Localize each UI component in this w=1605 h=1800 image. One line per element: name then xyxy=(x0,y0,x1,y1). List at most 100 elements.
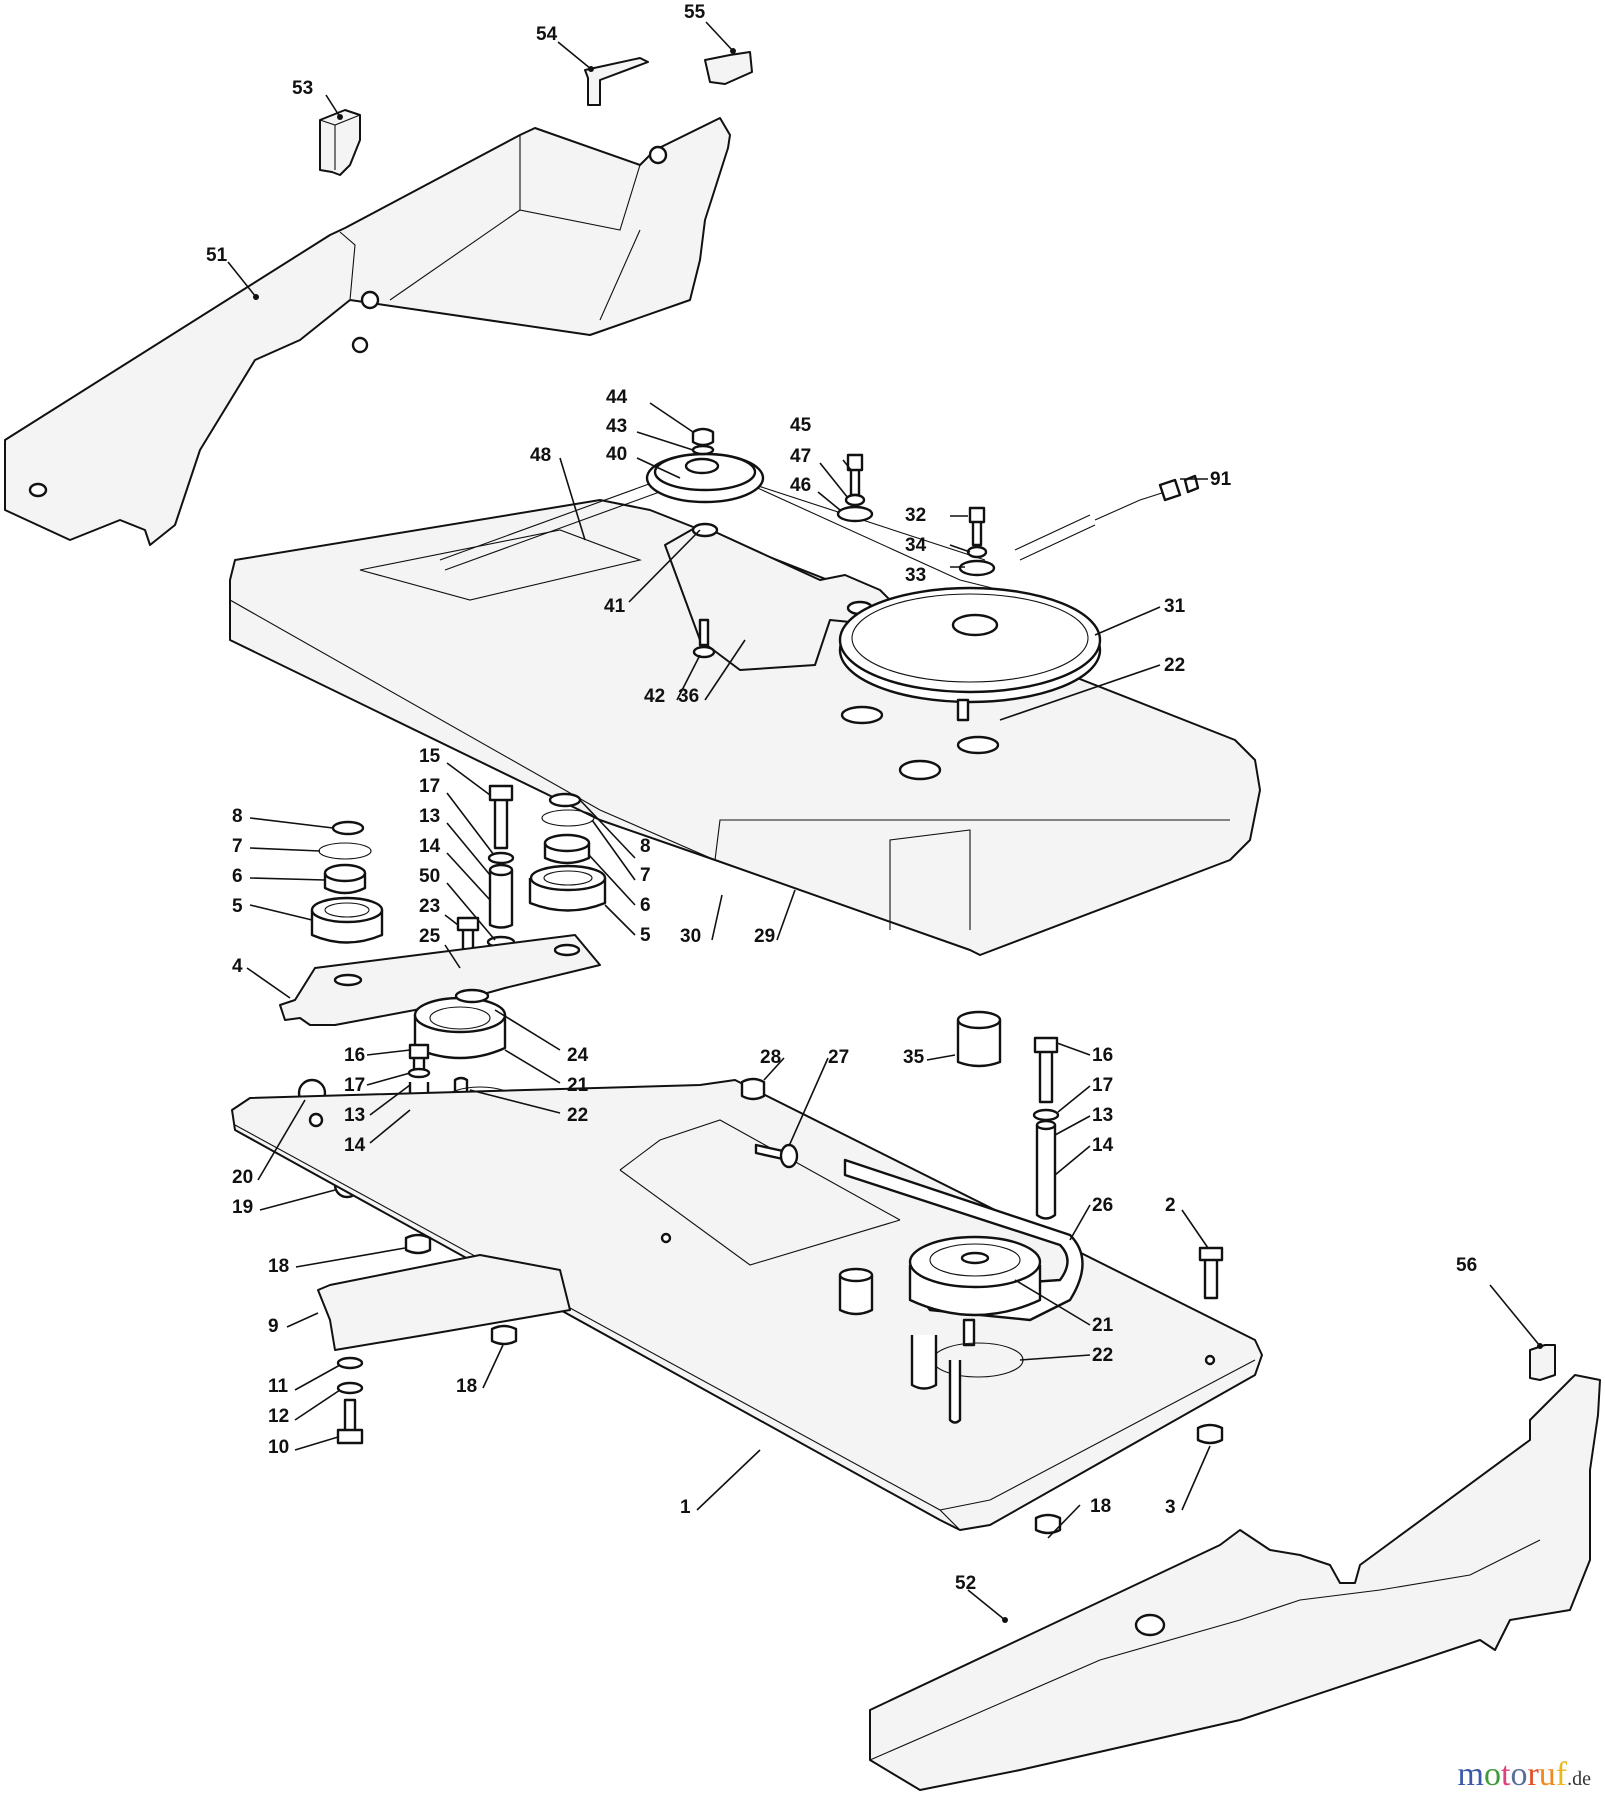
callout-c7b: 7 xyxy=(640,865,651,886)
callout-c45: 45 xyxy=(790,415,812,436)
callout-c20: 20 xyxy=(232,1167,253,1188)
part-16-bolt-right xyxy=(1033,1036,1059,1104)
part-15-bolt xyxy=(488,784,514,850)
callout-c6a: 6 xyxy=(232,866,243,887)
part-29-deck-cover xyxy=(229,499,1261,956)
part-51-left-belt-guard xyxy=(4,117,731,546)
watermark-domain-suffix: .de xyxy=(1567,1768,1591,1790)
callout-c53: 53 xyxy=(292,78,313,99)
callout-c55: 55 xyxy=(684,2,706,23)
callout-c43: 43 xyxy=(606,416,627,437)
watermark-logo: motoruf.de xyxy=(1458,1756,1591,1794)
callout-c56: 56 xyxy=(1456,1255,1477,1276)
leader-lines xyxy=(227,21,1541,1621)
callout-c13b: 13 xyxy=(344,1105,365,1126)
callout-c36: 36 xyxy=(678,686,699,707)
part-17-washer-upper xyxy=(487,851,515,865)
callout-c26: 26 xyxy=(1092,1195,1113,1216)
callout-c3: 3 xyxy=(1165,1497,1176,1518)
callout-c14c: 14 xyxy=(1092,1135,1114,1156)
callout-c16a: 16 xyxy=(344,1045,365,1066)
part-27-carriage-bolt xyxy=(754,1143,799,1169)
callout-c44: 44 xyxy=(606,387,628,408)
callout-c8a: 8 xyxy=(232,806,243,827)
callout-c13c: 13 xyxy=(1092,1105,1113,1126)
part-34-lock-washer xyxy=(966,545,988,559)
callout-c16b: 16 xyxy=(1092,1045,1113,1066)
callout-c30: 30 xyxy=(680,926,701,947)
callout-c14a: 14 xyxy=(419,836,441,857)
part-13-14-spacer-upper xyxy=(488,863,514,929)
part-1-base-plate xyxy=(231,1079,1263,1531)
part-18-nut-b xyxy=(490,1324,518,1346)
part-7-circlip-left xyxy=(318,842,372,860)
callout-c50: 50 xyxy=(419,866,440,887)
part-10-bolt xyxy=(336,1398,364,1445)
watermark-letter: r xyxy=(1527,1756,1539,1793)
part-17-washer-right xyxy=(1032,1108,1060,1122)
callout-c18b: 18 xyxy=(456,1376,477,1397)
part-45-bolt xyxy=(846,453,864,497)
part-9-support-bracket xyxy=(317,1254,571,1351)
part-13-14-spacer-right xyxy=(1035,1119,1057,1220)
part-42-bolt xyxy=(692,618,716,659)
part-28-nut xyxy=(740,1077,766,1101)
part-3-flange-nut xyxy=(1196,1423,1224,1445)
watermark-letter: u xyxy=(1538,1756,1556,1793)
callout-c46: 46 xyxy=(790,475,811,496)
callout-c12: 12 xyxy=(268,1406,289,1427)
part-40-idler-pulley xyxy=(645,452,765,504)
part-18-nut-c xyxy=(1034,1513,1062,1535)
part-12-lock-washer xyxy=(336,1381,364,1395)
callout-c17c: 17 xyxy=(1092,1075,1113,1096)
part-53-bracket xyxy=(319,109,361,176)
part-17-washer-left xyxy=(407,1067,431,1079)
callout-c8b: 8 xyxy=(640,836,651,857)
callout-c52: 52 xyxy=(955,1573,976,1594)
part-7-circlip-right xyxy=(541,809,595,827)
part-54-bracket xyxy=(584,57,649,106)
callout-c2: 2 xyxy=(1165,1195,1176,1216)
part-5-toothed-pulley-right xyxy=(528,864,607,912)
callout-c17b: 17 xyxy=(344,1075,365,1096)
callout-c27: 27 xyxy=(828,1047,849,1068)
part-21-toothed-pulley-right xyxy=(908,1235,1042,1317)
part-31-drive-pulley xyxy=(838,586,1102,722)
callout-c34: 34 xyxy=(905,535,927,556)
callout-c24: 24 xyxy=(567,1045,589,1066)
part-47-lock-washer xyxy=(844,493,866,507)
callout-c23: 23 xyxy=(419,896,440,917)
callout-c41: 41 xyxy=(604,596,626,617)
watermark-letter: t xyxy=(1501,1756,1511,1793)
callout-c22c: 22 xyxy=(1092,1345,1113,1366)
callout-c17a: 17 xyxy=(419,776,440,797)
callout-c19: 19 xyxy=(232,1197,253,1218)
part-91-tension-spring-cable xyxy=(1014,474,1200,561)
callout-c42: 42 xyxy=(644,686,665,707)
callout-c5b: 5 xyxy=(640,925,651,946)
callout-c15: 15 xyxy=(419,746,441,767)
callout-c10: 10 xyxy=(268,1437,289,1458)
part-6-bearing-right xyxy=(543,833,591,865)
callout-c9: 9 xyxy=(268,1316,279,1337)
part-55-bracket xyxy=(704,48,753,85)
callout-c4: 4 xyxy=(232,956,243,977)
callout-c40: 40 xyxy=(606,444,627,465)
part-44-nut xyxy=(691,427,715,447)
part-22-key-right xyxy=(932,1318,1024,1424)
callout-c28: 28 xyxy=(760,1047,781,1068)
part-18-nut-a xyxy=(404,1233,432,1255)
callout-c6b: 6 xyxy=(640,895,651,916)
callout-c35: 35 xyxy=(903,1047,925,1068)
part-46-washer xyxy=(836,505,874,523)
callout-c5a: 5 xyxy=(232,896,243,917)
callout-c48: 48 xyxy=(530,445,551,466)
part-5-toothed-pulley-left xyxy=(310,896,384,944)
callout-c22b: 22 xyxy=(567,1105,588,1126)
callout-c7a: 7 xyxy=(232,836,243,857)
part-43-washer xyxy=(691,444,715,456)
callout-c14b: 14 xyxy=(344,1135,366,1156)
callout-c51: 51 xyxy=(206,245,228,266)
